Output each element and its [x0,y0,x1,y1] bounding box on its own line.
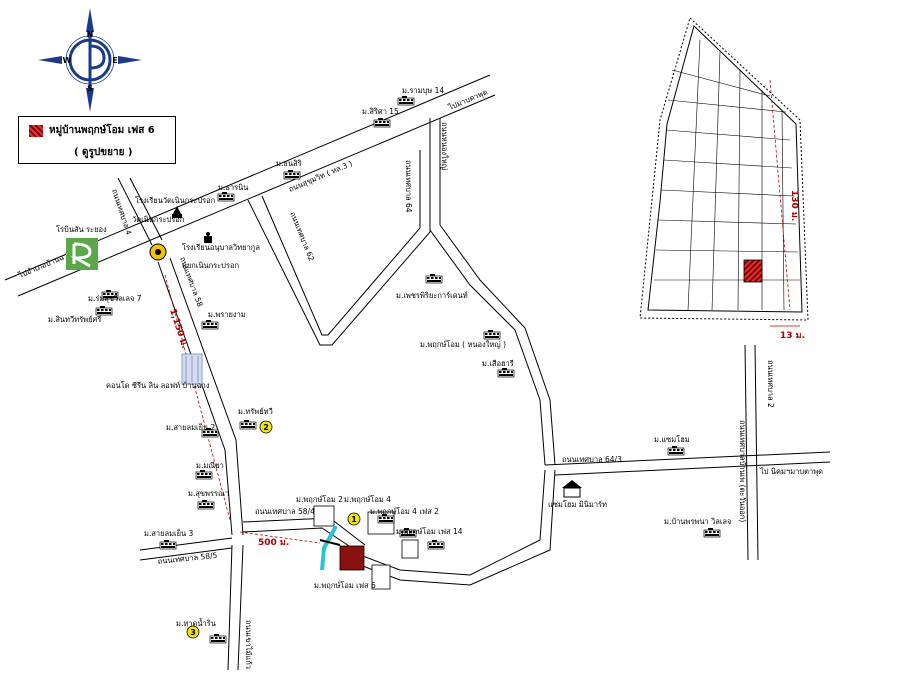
inset-distance-2: 13 ม. [780,331,805,341]
label-tharanin: ม.ธารนิน [218,183,248,192]
robinson-logo-icon [66,238,98,270]
svg-text:3: 3 [190,628,196,637]
road-label-nong-yai: ถนนหนองใหญ่ [440,122,449,170]
temple-icon [172,206,182,218]
label-romsuk-7: ม.ร่มสุขวิลเลจ 7 [88,294,142,303]
label-hadnamrin: ม.หาดน้ำริน [176,618,216,628]
label-robinson: โรบินสัน ระยอง [56,225,107,234]
distance-line-2 [239,531,321,544]
label-supthawee: ม.ทรัพย์ทวี [238,407,273,416]
road-label-to-nikhom: ไป นิคมฯมาบตาพุด [759,467,823,476]
road-label-r62: ถนนเทศบาล 62 [288,210,316,262]
label-school-wat: โรงเรียนวัดเนินกระปรอก [135,196,215,205]
compass-w: W [63,56,72,65]
label-condo: คอนโด ซีรีน ลิน ลอฟท์ บ้านฉาง [106,381,210,390]
pin-3: 3 [186,625,200,639]
label-pruksa-14: ม.พฤกษ์โอม เฟส 14 [396,527,463,536]
label-pruksa-4: ม.พฤกษ์โอม 4 [344,495,391,504]
road-label-r58-4: ถนนเทศบาล 58/4 [255,507,315,516]
label-prai-ngam: ม.พรายงาม [208,310,246,319]
label-pruksa-4-phase2: ม.พฤกษ์โอม 4 เฟส 2 [370,507,439,516]
minimart-icon [562,480,582,498]
pin-1: 1 [347,512,361,526]
label-samhome: ม.แซมโฮม [654,435,690,444]
plot-pruksa-2 [313,505,335,527]
compass-e: E [112,56,117,65]
svg-text:1: 1 [351,515,357,524]
label-sailom-3: ม.สายลมเย็น 3 [144,528,194,538]
road-label-r64-3: ถนนเทศบาล 64/3 [562,455,622,464]
label-suea-hari: ม.เสือฮารี [482,359,514,368]
road-label-ban-phe-2: ถนนเทศบาล 2 [766,360,775,408]
bridge [319,539,341,546]
inset-target-plot [743,259,763,283]
road-label-to-ban-chang: ไปอำเภอบ้านฉาง [16,249,73,280]
distance-label-1: 1,150 ม. [167,308,189,350]
school-icon [204,232,212,243]
canal [320,525,338,571]
landmark-labels: ม.รามบุษ 14 ม.สิริศา 15 ม.ธนสิริ ม.ธารนิ… [48,86,731,628]
legend-box: หมู่บ้านพฤกษ์โอม เฟส 6 ( ดูรูปขยาย ) [18,116,176,164]
plot-pruksa-14 [401,539,419,559]
road-network [4,74,831,671]
inset-site-plan: 130 ม. 13 ม. [639,17,809,341]
plot-pruksa-extra [371,564,391,590]
legend-swatch [29,125,43,137]
label-sirisa-15: ม.สิริศา 15 [362,107,399,116]
label-sinthawee: ม.สินทวีทรัพย์ศรี [48,315,101,324]
distance-line-1 [164,274,231,521]
condo-icon [181,353,203,385]
label-rambut-14: ม.รามบุษ 14 [402,86,444,95]
label-sailom-2: ม.สายลมเย็น 2 [166,422,216,432]
compass-s: S [87,84,93,93]
label-wat-noen: วัดเนินกระปรอก [132,215,184,224]
label-samhome-minimart: แซมโฮม มินิมาร์ท [548,500,607,509]
legend-title: หมู่บ้านพฤกษ์โอม เฟส 6 [49,125,155,136]
distance-label-2: 500 ม. [258,538,289,548]
compass-icon: N S W E [38,8,142,112]
compass-n: N [87,30,94,39]
svg-text:2: 2 [263,423,269,432]
label-noen-intersection: แยกเนินกระปรอก [182,261,239,270]
road-label-khao-rin: ถนนเขาไม้แก้ว [244,620,253,669]
label-pruksa-nongyai: ม.พฤกษ์โอม ( หนองใหญ่ ) [420,340,506,349]
pin-2: 2 [259,420,273,434]
legend-subtitle: ( ดูรูปขยาย ) [74,147,133,158]
label-school-anuban: โรงเรียนอนุบาลวิทยากูล [182,243,260,252]
label-sukphanna: ม.สุขพรรณา [188,489,229,498]
label-banphonphana: ม.บ้านพรพนา วิลเลจ [664,517,731,526]
inset-distance-1: 130 ม. [789,190,799,221]
label-maneeya: ม.มณียา [196,461,224,470]
target-plot-phase6 [339,545,365,571]
label-thanasiri: ม.ธนสิริ [276,159,302,168]
road-label-right-vertical: ถนนเทศบาลบ้านเพ (ตะวันออก) [738,420,747,522]
label-pruksa-phase6: ม.พฤกษ์โอม เฟส 6 [314,581,376,590]
label-phetpiriya: ม.เพชรพิริยะการ์เดนท์ [396,291,468,300]
road-label-r4: ถนนเทศบาล 4 [110,188,133,236]
road-label-r64: ถนนเทศบาล 64 [404,160,413,213]
label-pruksa-2: ม.พฤกษ์โอม 2 [296,495,343,504]
road-label-r58-5: ถนนเทศบาล 58/5 [157,551,218,566]
